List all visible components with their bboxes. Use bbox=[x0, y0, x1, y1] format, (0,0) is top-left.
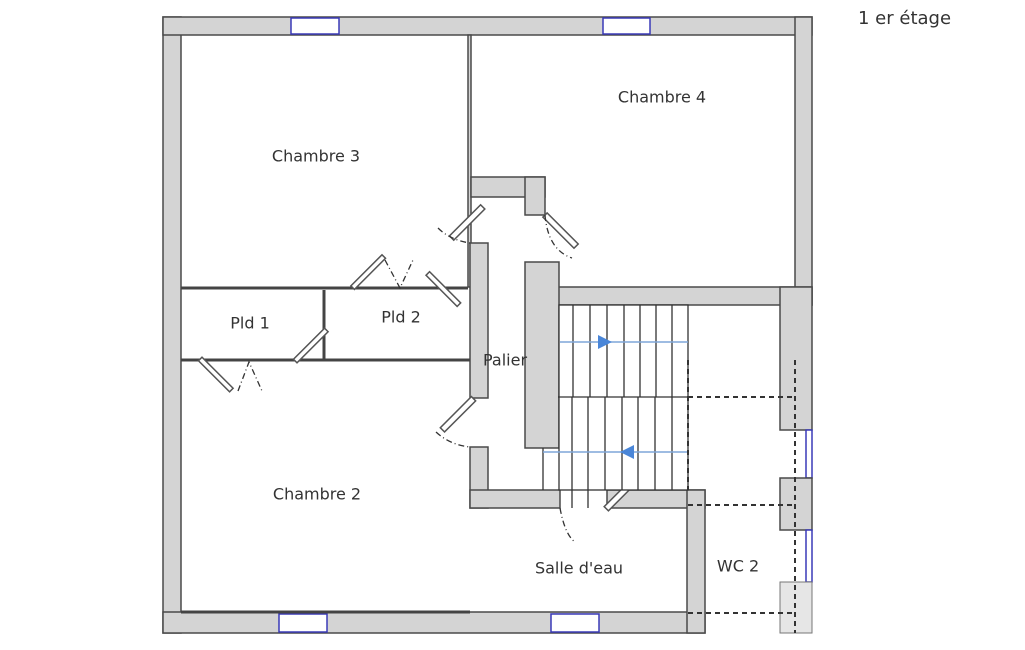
wall-bath-right bbox=[686, 489, 706, 634]
staircase bbox=[542, 304, 689, 508]
room-label-pld1: Pld 1 bbox=[230, 313, 270, 333]
room-label-palier: Palier bbox=[482, 350, 528, 370]
door-pld1[interactable] bbox=[197, 327, 330, 393]
floor-title: 1 er étage bbox=[858, 8, 952, 29]
wall-bottom bbox=[162, 611, 706, 634]
window bbox=[290, 17, 340, 35]
wall-bath-top-left bbox=[469, 489, 561, 509]
dashed-outline bbox=[687, 360, 796, 633]
wall-right-upper bbox=[794, 16, 813, 306]
door-chambre2[interactable] bbox=[435, 395, 477, 448]
room-label-chambre2: Chambre 2 bbox=[272, 484, 362, 504]
window bbox=[805, 529, 813, 583]
room-label-pld2: Pld 2 bbox=[381, 307, 421, 327]
wall-stair-left bbox=[524, 261, 560, 449]
wall-landing-left bbox=[469, 242, 489, 399]
wall-left bbox=[162, 16, 182, 634]
door-chambre3[interactable] bbox=[437, 203, 486, 244]
window bbox=[550, 613, 600, 633]
stair-arrow-left-icon bbox=[620, 445, 634, 459]
door-chambre4[interactable] bbox=[541, 211, 580, 259]
wall-chambre4-bottom bbox=[540, 286, 813, 306]
window bbox=[805, 429, 813, 479]
room-label-chambre3: Chambre 3 bbox=[271, 146, 361, 166]
stair-arrow-right-icon bbox=[598, 335, 612, 349]
window bbox=[602, 17, 651, 35]
room-label-salle-deau: Salle d'eau bbox=[534, 558, 624, 578]
window bbox=[278, 613, 328, 633]
wall-top bbox=[162, 16, 813, 36]
wall-landing-jamb bbox=[524, 176, 546, 216]
room-label-wc2: WC 2 bbox=[716, 556, 760, 576]
room-label-chambre4: Chambre 4 bbox=[617, 87, 707, 107]
door-pld2[interactable] bbox=[349, 253, 462, 308]
